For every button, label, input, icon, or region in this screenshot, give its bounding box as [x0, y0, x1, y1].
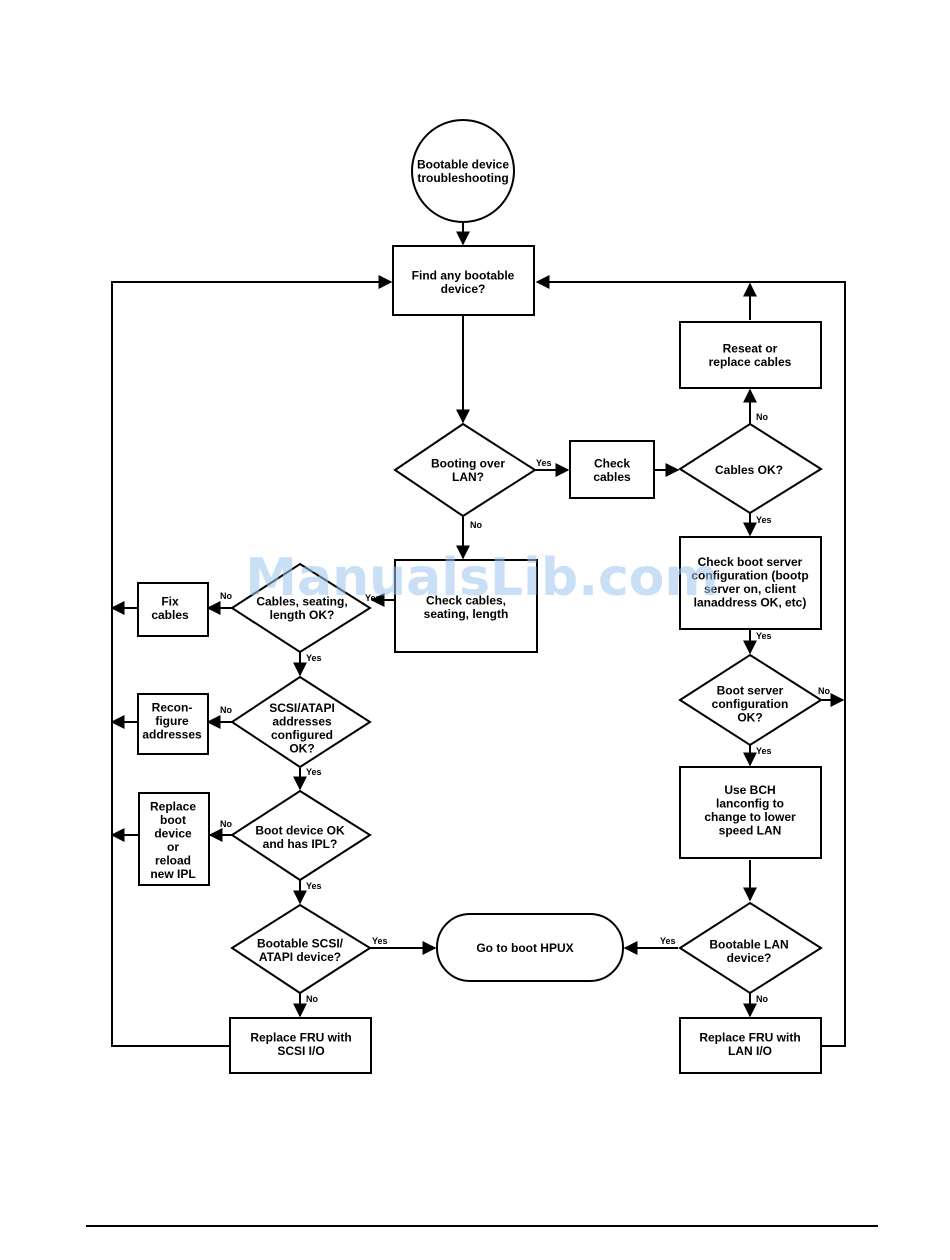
find-box	[392, 245, 535, 316]
edge-label-scsi-no: No	[220, 705, 232, 715]
node-label-server-ok-line-2: configuration	[712, 697, 789, 711]
edge-label-seating-yes: Yes	[365, 593, 381, 603]
replace-boot-box	[138, 792, 210, 886]
edge-label-scsi-yes: Yes	[306, 767, 322, 777]
node-label-fru-lan-line-2: LAN I/O	[728, 1044, 772, 1058]
node-label-replace-boot-line-3: device	[154, 826, 192, 840]
bootable-scsi-decision	[230, 903, 372, 995]
node-label-server-ok-line-3: OK?	[737, 711, 762, 725]
node-label-reconfigure-line-1: Recon-	[152, 701, 193, 715]
edge-label-lan-no: No	[470, 520, 482, 530]
fru-lan-box	[679, 1017, 822, 1074]
node-label-replace-boot-line-6: new IPL	[150, 867, 195, 881]
edge-label-checkseating-yes: Yes	[306, 653, 322, 663]
edge-label-serverok-no: No	[818, 686, 830, 696]
node-label-check-cables-line-2: cables	[593, 470, 631, 484]
check-cables-box	[569, 440, 655, 499]
lan-decision	[393, 422, 537, 518]
node-label-use-bch-line-1: Use BCH	[724, 783, 775, 797]
node-label-find-line-1: Find any bootable	[412, 268, 515, 282]
node-label-lan-q-line-2: LAN?	[452, 470, 484, 484]
cables-ok-decision	[678, 422, 823, 515]
edge-labels: Yes No No Yes Yes No Yes Yes No No Yes Y…	[220, 412, 830, 1004]
edge-label-cablesok-yes: Yes	[756, 515, 772, 525]
edge-label-seating-no: No	[220, 591, 232, 601]
node-label-boot-lan-line-1: Bootable LAN	[709, 937, 788, 951]
node-label-scsi-q-line-4: OK?	[289, 741, 314, 755]
node-label-start-line-2: troubleshooting	[417, 171, 508, 185]
node-label-replace-boot-line-2: boot	[160, 813, 186, 827]
node-label-scsi-q-line-2: addresses	[272, 714, 332, 728]
node-label-boot-scsi-line-1: Bootable SCSI/	[257, 936, 344, 950]
node-label-fru-lan-line-1: Replace FRU with	[699, 1030, 800, 1044]
edge-label-lan-yes: Yes	[536, 458, 552, 468]
node-label-boot-scsi-line-2: ATAPI device?	[259, 950, 341, 964]
node-label-seating-ok-line-2: length OK?	[270, 608, 335, 622]
node-label-check-server-line-1: Check boot server	[698, 555, 803, 569]
shapes	[137, 119, 823, 1074]
node-label-use-bch-line-4: speed LAN	[719, 823, 782, 837]
node-label-bootdev-q-line-2: and has IPL?	[263, 837, 338, 851]
node-label-reconfigure-line-2: figure	[155, 714, 189, 728]
node-label-fix-cables-line-2: cables	[151, 608, 189, 622]
edge-fru-lan-return	[535, 275, 846, 1047]
check-seating-box	[394, 559, 538, 653]
check-server-box	[679, 536, 822, 630]
bootable-lan-decision	[678, 901, 823, 995]
node-label-goto-hpux-line-1: Go to boot HPUX	[476, 941, 573, 955]
node-label-start-line-1: Bootable device	[417, 157, 509, 171]
start-terminator	[411, 119, 515, 223]
node-label-reseat-line-2: replace cables	[709, 355, 792, 369]
node-label-bootdev-q-line-1: Boot device OK	[255, 823, 345, 837]
fix-cables-box	[137, 582, 209, 637]
edge-label-bootscsi-yes: Yes	[372, 936, 388, 946]
edge-label-bootdev-yes: Yes	[306, 881, 322, 891]
node-label-check-seating-line-1: Check cables,	[426, 593, 506, 607]
node-label-cables-ok-line-1: Cables OK?	[715, 463, 783, 477]
boot-device-decision	[230, 789, 372, 882]
node-label-fru-scsi-line-2: SCSI I/O	[277, 1044, 324, 1058]
node-label-fru-scsi-line-1: Replace FRU with	[250, 1030, 351, 1044]
node-label-use-bch-line-2: lanconfig to	[716, 796, 784, 810]
edge-label-bootdev-no: No	[220, 819, 232, 829]
edge-label-server-yes: Yes	[756, 631, 772, 641]
reseat-box	[679, 321, 822, 389]
node-label-lan-q-line-1: Booting over	[431, 456, 505, 470]
connectors	[110, 222, 846, 1047]
node-label-replace-boot-line-1: Replace	[150, 799, 196, 813]
use-bch-box	[679, 766, 822, 859]
edge-fru-scsi-return	[111, 275, 393, 1047]
seating-ok-decision	[230, 562, 372, 654]
fru-scsi-box	[229, 1017, 372, 1074]
reconfigure-box	[137, 693, 209, 755]
edge-label-bootscsi-no: No	[306, 994, 318, 1004]
node-label-replace-boot-line-5: reload	[155, 853, 191, 867]
edge-label-cablesok-no: No	[756, 412, 768, 422]
edge-label-bootlan-yes: Yes	[660, 936, 676, 946]
edge-label-bootlan-no: No	[756, 994, 768, 1004]
node-label-reconfigure-line-3: addresses	[142, 728, 202, 742]
node-label-scsi-q-line-1: SCSI/ATAPI	[269, 701, 335, 715]
node-label-fix-cables-line-1: Fix	[161, 594, 179, 608]
node-label-seating-ok-line-1: Cables, seating,	[256, 594, 347, 608]
node-label-check-seating-line-2: seating, length	[424, 607, 509, 621]
scsi-decision	[230, 675, 372, 769]
node-label-check-server-line-4: lanaddress OK, etc)	[694, 595, 807, 609]
node-label-replace-boot-line-4: or	[167, 840, 179, 854]
node-label-server-ok-line-1: Boot server	[717, 684, 784, 698]
node-label-check-server-line-3: server on, client	[704, 582, 796, 596]
node-label-boot-lan-line-2: device?	[727, 951, 772, 965]
node-label-scsi-q-line-3: configured	[271, 728, 333, 742]
node-label-check-server-line-2: configuration (bootp	[691, 568, 808, 582]
node-label-find-line-2: device?	[441, 282, 486, 296]
node-label-use-bch-line-3: change to lower	[704, 810, 796, 824]
node-label-check-cables-line-1: Check	[594, 456, 630, 470]
edge-label-serverok-yes: Yes	[756, 746, 772, 756]
server-ok-decision	[678, 653, 823, 747]
watermark: ManualsLib.com	[245, 548, 718, 608]
node-label-reseat-line-1: Reseat or	[723, 341, 778, 355]
goto-hpux-terminator	[436, 913, 624, 982]
